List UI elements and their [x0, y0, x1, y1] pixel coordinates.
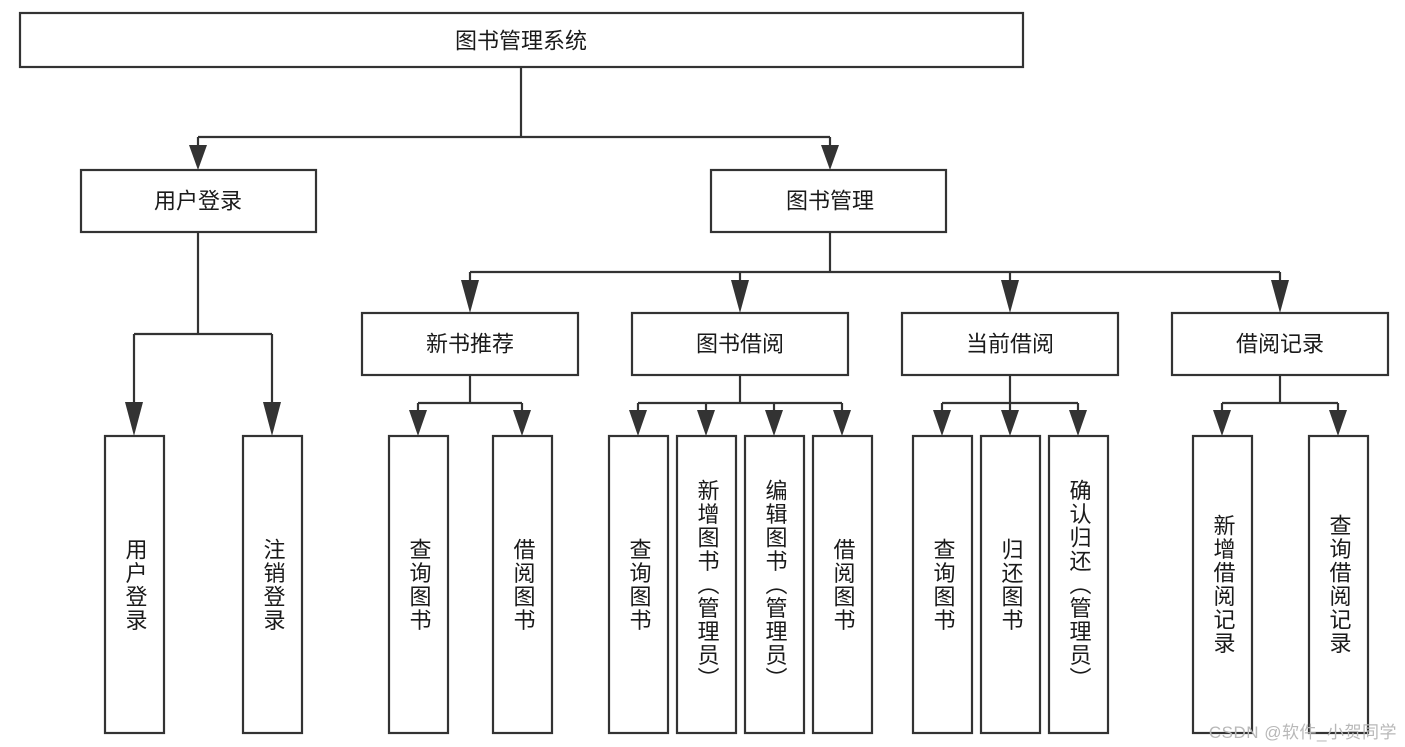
- arrow-head-icon: [833, 410, 851, 436]
- arrow-head-icon: [1001, 410, 1019, 436]
- arrow-head-icon: [263, 402, 281, 436]
- leaf-box[interactable]: [911, 434, 974, 735]
- node-new-book-recommend[interactable]: 新书推荐: [360, 311, 580, 377]
- connector-userlogin-to-leaves: [125, 232, 281, 436]
- arrow-head-icon: [765, 410, 783, 436]
- arrow-head-icon: [125, 402, 143, 436]
- arrow-head-icon: [1271, 280, 1289, 313]
- leaf-box[interactable]: [675, 434, 738, 735]
- leaf-box[interactable]: [607, 434, 670, 735]
- node-book-borrow-label: 图书借阅: [696, 332, 784, 357]
- connector-bookborrow-to-leaves: [629, 375, 851, 436]
- connector-root-to-level2: [189, 67, 839, 170]
- node-borrow-record[interactable]: 借阅记录: [1170, 311, 1390, 377]
- connector-currentborrow-to-leaves: [933, 375, 1087, 436]
- node-book-borrow[interactable]: 图书借阅: [630, 311, 850, 377]
- leaf-boxes: [103, 434, 1370, 735]
- node-book-manage-label: 图书管理: [786, 189, 874, 214]
- node-new-book-recommend-label: 新书推荐: [426, 332, 514, 357]
- node-user-login[interactable]: 用户登录: [79, 168, 318, 234]
- arrow-head-icon: [731, 280, 749, 313]
- leaf-box[interactable]: [1307, 434, 1370, 735]
- arrow-head-icon: [1329, 410, 1347, 436]
- leaf-box[interactable]: [811, 434, 874, 735]
- leaf-box[interactable]: [979, 434, 1042, 735]
- leaf-box[interactable]: [1047, 434, 1110, 735]
- arrow-head-icon: [697, 410, 715, 436]
- node-current-borrow-label: 当前借阅: [966, 332, 1054, 357]
- arrow-head-icon: [513, 410, 531, 436]
- node-current-borrow[interactable]: 当前借阅: [900, 311, 1120, 377]
- arrow-head-icon: [461, 280, 479, 313]
- arrow-head-icon: [933, 410, 951, 436]
- arrow-head-icon: [1069, 410, 1087, 436]
- leaf-box[interactable]: [491, 434, 554, 735]
- leaf-box[interactable]: [1191, 434, 1254, 735]
- arrow-head-icon: [189, 145, 207, 170]
- connector-newbook-to-leaves: [409, 375, 531, 436]
- watermark-text: CSDN @软件_小贺同学: [1208, 723, 1397, 742]
- arrow-head-icon: [629, 410, 647, 436]
- arrow-head-icon: [409, 410, 427, 436]
- node-borrow-record-label: 借阅记录: [1236, 332, 1324, 357]
- node-root-label: 图书管理系统: [455, 29, 587, 54]
- node-user-login-label: 用户登录: [154, 189, 242, 214]
- leaf-box[interactable]: [743, 434, 806, 735]
- connector-bookmanage-to-level3: [461, 232, 1289, 313]
- arrow-head-icon: [1213, 410, 1231, 436]
- leaf-box[interactable]: [103, 434, 166, 735]
- node-book-manage[interactable]: 图书管理: [709, 168, 948, 234]
- arrow-head-icon: [821, 145, 839, 170]
- leaf-box[interactable]: [387, 434, 450, 735]
- leaf-box[interactable]: [241, 434, 304, 735]
- connector-borrowrecord-to-leaves: [1213, 375, 1347, 436]
- arrow-head-icon: [1001, 280, 1019, 313]
- node-root[interactable]: 图书管理系统: [18, 11, 1025, 69]
